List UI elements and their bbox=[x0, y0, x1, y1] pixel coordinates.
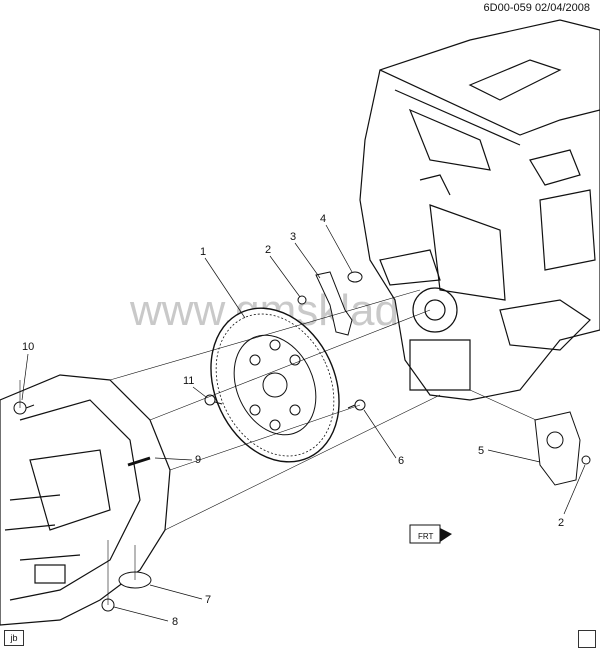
plug-part bbox=[347, 271, 363, 283]
cover-plate-part bbox=[534, 411, 581, 486]
callout-8: 8 bbox=[113, 606, 178, 628]
callout-1: 1 bbox=[200, 246, 246, 319]
callout-4: 4 bbox=[320, 213, 353, 273]
svg-text:4: 4 bbox=[320, 213, 326, 225]
svg-text:2: 2 bbox=[265, 244, 271, 256]
bolt-part-upper bbox=[297, 295, 307, 305]
engine-assembly bbox=[359, 19, 600, 401]
callout-7: 7 bbox=[149, 584, 211, 606]
callout-5: 5 bbox=[478, 445, 541, 463]
svg-text:10: 10 bbox=[22, 341, 34, 353]
svg-text:9: 9 bbox=[195, 454, 201, 466]
stud-part-9 bbox=[127, 456, 151, 467]
footer-tag: jb bbox=[4, 630, 24, 646]
svg-text:3: 3 bbox=[290, 231, 296, 243]
callout-10: 10 bbox=[21, 341, 34, 401]
svg-text:FRT: FRT bbox=[418, 532, 434, 541]
svg-text:2: 2 bbox=[558, 517, 564, 529]
cover-plate-hole bbox=[546, 431, 564, 449]
svg-text:1: 1 bbox=[200, 246, 206, 258]
assembly-lines bbox=[19, 289, 537, 605]
diagram-code: 6D00-059 bbox=[483, 2, 532, 14]
diagram-header: 6D00-059 02/04/2008 bbox=[484, 2, 590, 14]
callout-3: 3 bbox=[290, 231, 321, 279]
bolt-part-lower bbox=[581, 455, 591, 465]
callout-2-lower: 2 bbox=[558, 464, 586, 529]
gm-logo-icon bbox=[578, 630, 596, 648]
diagram-date: 02/04/2008 bbox=[534, 2, 590, 14]
callout-11: 11 bbox=[183, 375, 207, 398]
front-arrow-icon: FRT bbox=[409, 524, 452, 544]
svg-text:5: 5 bbox=[478, 445, 484, 457]
svg-text:6: 6 bbox=[398, 455, 404, 467]
flywheel bbox=[210, 307, 340, 463]
svg-text:8: 8 bbox=[172, 616, 178, 628]
transmission-assembly bbox=[0, 374, 171, 626]
bracket-part bbox=[315, 271, 353, 336]
callout-6: 6 bbox=[363, 409, 404, 467]
callout-2-upper: 2 bbox=[265, 244, 301, 298]
svg-text:11: 11 bbox=[183, 375, 194, 387]
callout-9: 9 bbox=[154, 454, 201, 466]
svg-text:7: 7 bbox=[205, 594, 211, 606]
